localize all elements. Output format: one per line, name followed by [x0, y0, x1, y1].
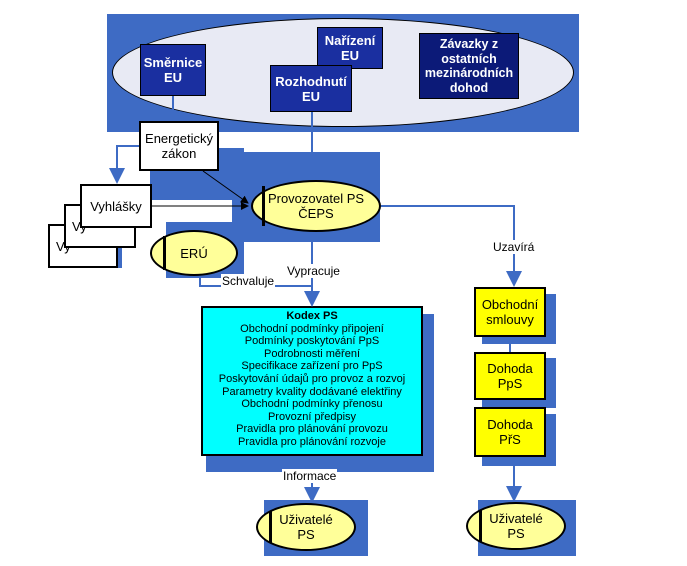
dohoda-prs-box: Dohoda PřS: [474, 407, 546, 457]
label-informace: Informace: [282, 469, 338, 483]
rozhodnuti-eu-box: Rozhodnutí EU: [270, 65, 352, 112]
eru-ellipse-bar: [163, 236, 166, 270]
kodex-title: Kodex PS: [286, 310, 338, 322]
line-zakon-vyhlasky: [109, 145, 139, 184]
users-left-ellipse: Uživatelé PS: [256, 503, 356, 551]
kodex-item: Parametry kvality dodávané elektřiny: [222, 385, 402, 398]
operator-ellipse: Provozovatel PS ČEPS: [251, 180, 381, 232]
vyhlasky-card-front: Vyhlášky: [80, 184, 152, 228]
users-right-ellipse: Uživatelé PS: [466, 502, 566, 550]
kodex-item: Obchodní podmínky připojení: [240, 322, 384, 335]
users-left-ellipse-bar: [269, 511, 272, 543]
label-schvaluje: Schvaluje: [221, 274, 276, 288]
narizeni-eu-box: Nařízení EU: [317, 27, 383, 69]
label-uzavira: Uzavírá: [492, 240, 536, 254]
zavazky-box: Závazky z ostatních mezinárodních dohod: [419, 33, 519, 99]
kodex-item: Poskytování údajů pro provoz a rozvoj: [218, 372, 406, 385]
kodex-item: Pravidla pro plánování provozu: [236, 423, 388, 436]
kodex-item: Podmínky poskytování PpS: [244, 335, 380, 348]
label-vypracuje: Vypracuje: [286, 264, 341, 278]
kodex-item: Pravidla pro plánování rozvoje: [238, 435, 386, 448]
kodex-item: Obchodní podmínky přenosu: [241, 398, 383, 411]
obchodni-smlouvy-box: Obchodní smlouvy: [474, 287, 546, 337]
kodex-item: Provozní předpisy: [267, 410, 357, 423]
dohoda-pps-box: Dohoda PpS: [474, 352, 546, 400]
kodex-item: Podrobnosti měření: [264, 347, 360, 360]
energeticky-zakon-box: Energetický zákon: [139, 121, 219, 171]
smernice-eu-box: Směrnice EU: [140, 44, 206, 96]
kodex-item: Specifikace zařízení pro PpS: [241, 360, 383, 373]
operator-ellipse-bar: [262, 186, 265, 226]
users-right-ellipse-bar: [479, 510, 482, 542]
